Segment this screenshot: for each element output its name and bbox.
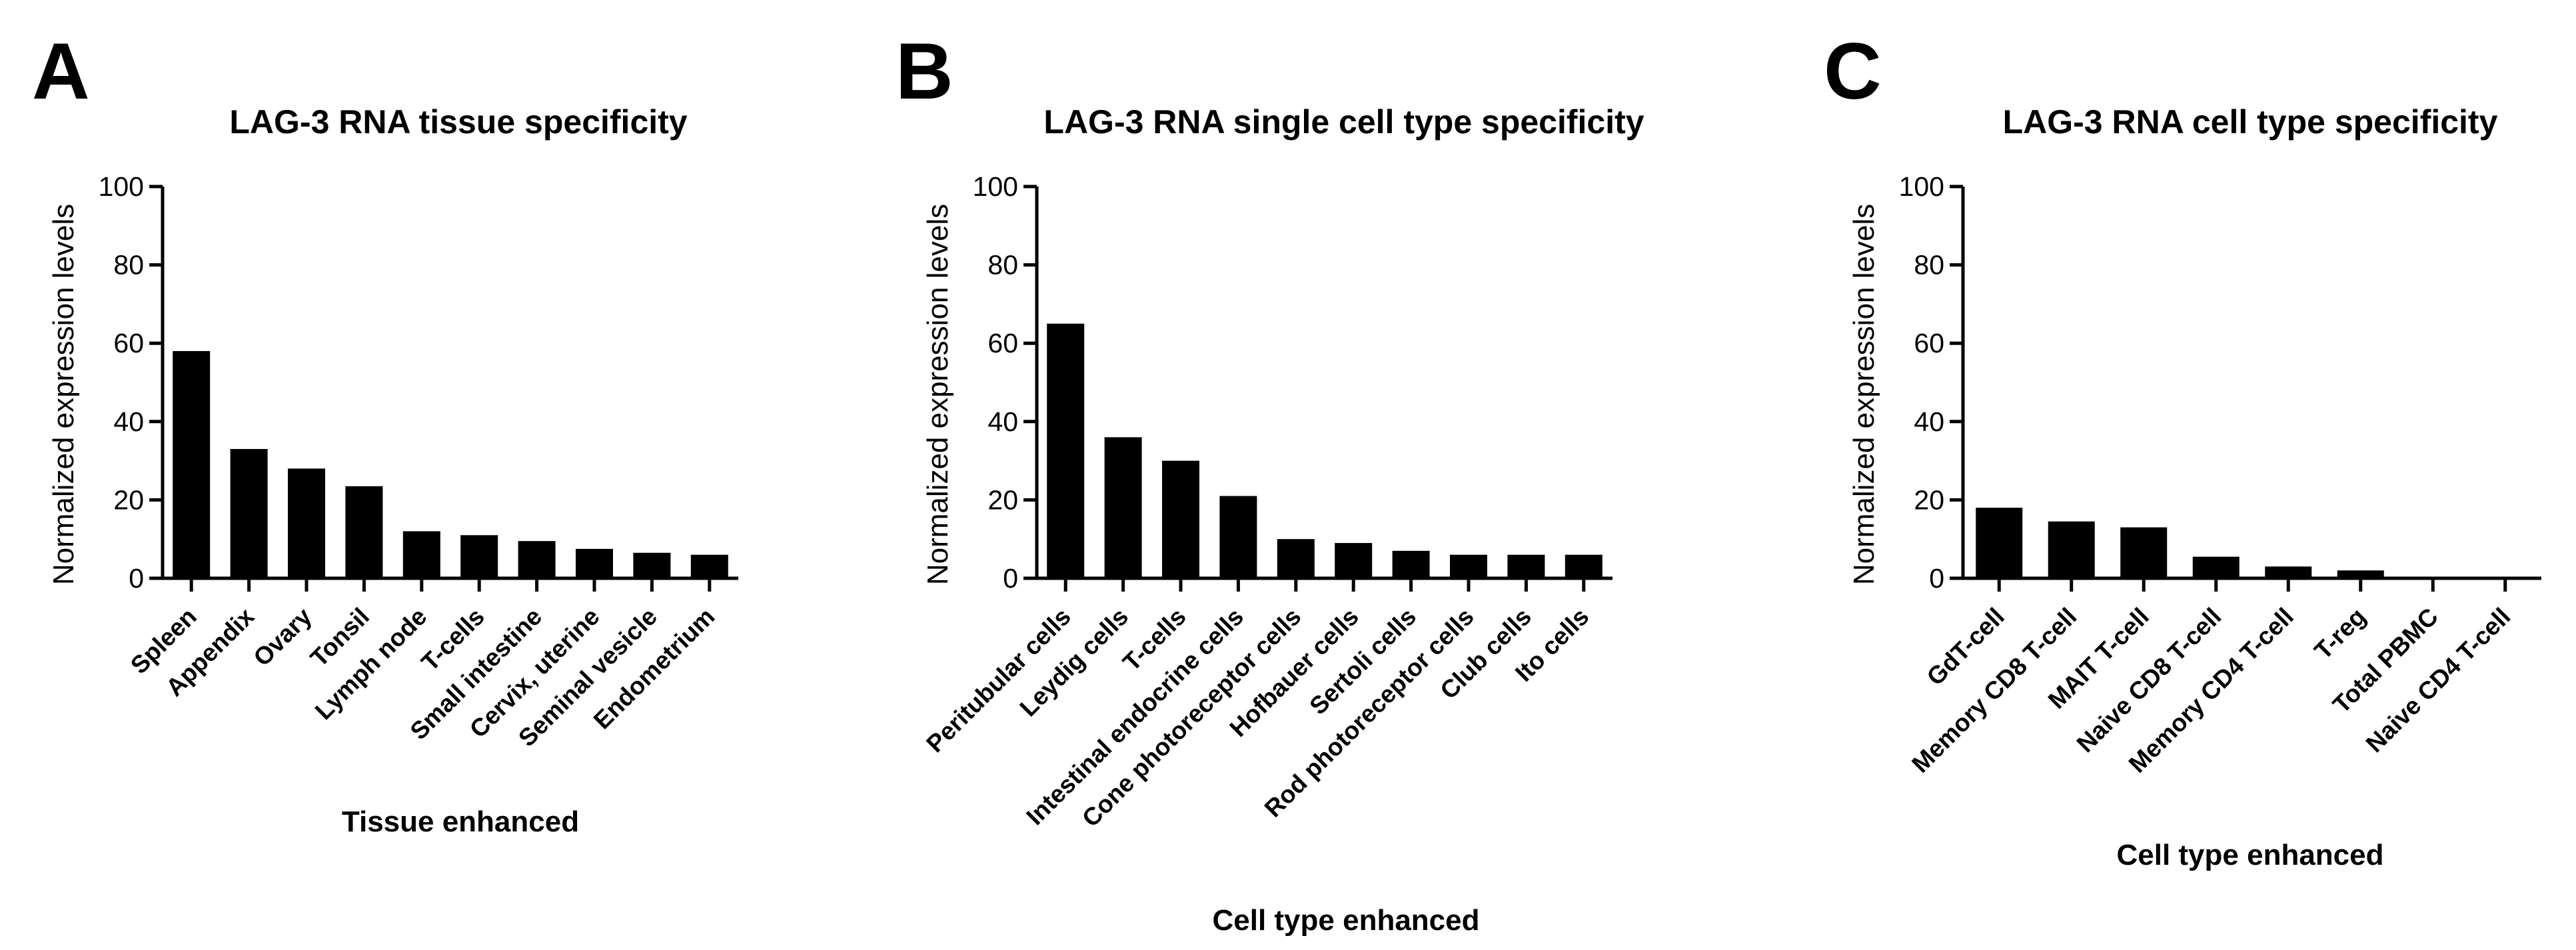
y-tick-label: 0	[1003, 563, 1018, 594]
y-tick-label: 40	[113, 406, 144, 437]
x-axis-label: Tissue enhanced	[342, 805, 579, 838]
y-tick-label: 100	[99, 171, 144, 202]
y-tick-label: 80	[1914, 250, 1944, 280]
y-tick-label: 60	[987, 328, 1018, 358]
bars	[173, 350, 728, 578]
bar	[1565, 554, 1603, 578]
y-tick-label: 40	[987, 406, 1018, 437]
bar	[1976, 508, 2023, 578]
chart-title: LAG-3 RNA single cell type specificity	[1043, 103, 1644, 141]
panel-b: B LAG-3 RNA single cell type specificity…	[896, 27, 1644, 937]
y-tick-label: 20	[1914, 484, 1944, 515]
panel-c: C LAG-3 RNA cell type specificity Normal…	[1824, 27, 2541, 871]
y-tick-label: 100	[973, 171, 1018, 202]
bar	[2120, 527, 2168, 578]
y-ticks: 0 20 40 60 80 100	[99, 171, 163, 594]
y-axis-label: Normalized expression levels	[1848, 204, 1880, 585]
y-tick-label: 20	[987, 484, 1018, 515]
y-tick-label: 40	[1914, 406, 1944, 437]
y-tick-label: 0	[129, 563, 144, 594]
x-tick-label: T-reg	[2309, 603, 2371, 665]
bar	[1507, 554, 1545, 578]
bar	[633, 552, 671, 578]
bar	[1450, 554, 1487, 578]
bars	[1976, 508, 2529, 578]
y-tick-label: 0	[1929, 563, 1944, 594]
bar	[576, 548, 613, 578]
chart-title: LAG-3 RNA cell type specificity	[2003, 103, 2498, 141]
x-tick-label: Ovary	[248, 602, 317, 671]
panel-label: C	[1824, 27, 1882, 116]
bar	[1047, 323, 1085, 578]
x-axis-label: Cell type enhanced	[2116, 839, 2383, 871]
bar	[460, 535, 498, 578]
y-tick-label: 20	[113, 484, 144, 515]
y-axis-label: Normalized expression levels	[922, 204, 954, 585]
bar	[1335, 543, 1373, 578]
bar	[345, 486, 383, 578]
bar	[2265, 566, 2312, 578]
chart-title: LAG-3 RNA tissue specificity	[229, 103, 687, 141]
bar	[2409, 577, 2457, 578]
bar	[1219, 496, 1257, 578]
y-tick-label: 80	[113, 250, 144, 280]
bar	[2048, 521, 2095, 578]
bar	[690, 554, 728, 578]
panel-label: B	[896, 27, 954, 116]
y-ticks: 0 20 40 60 80 100	[973, 171, 1037, 594]
y-tick-label: 100	[1899, 171, 1944, 202]
bar	[173, 350, 211, 578]
panel-label: A	[32, 27, 90, 116]
y-tick-label: 60	[113, 328, 144, 358]
bar	[288, 468, 325, 578]
bar	[2192, 556, 2240, 578]
bar	[402, 531, 440, 578]
y-axis-label: Normalized expression levels	[47, 204, 80, 585]
bar	[230, 448, 268, 578]
y-tick-label: 80	[987, 250, 1018, 280]
bar	[1162, 460, 1199, 578]
bars	[1047, 323, 1603, 578]
panel-a: A LAG-3 RNA tissue specificity Normalize…	[32, 27, 738, 838]
bar	[2337, 570, 2384, 578]
bar	[1104, 437, 1142, 578]
bar	[1277, 539, 1315, 578]
x-axis-label: Cell type enhanced	[1212, 904, 1479, 937]
bar	[1392, 550, 1430, 578]
axes	[1961, 187, 2541, 580]
y-ticks: 0 20 40 60 80 100	[1899, 171, 1963, 594]
y-tick-label: 60	[1914, 328, 1944, 358]
bar	[518, 541, 556, 578]
